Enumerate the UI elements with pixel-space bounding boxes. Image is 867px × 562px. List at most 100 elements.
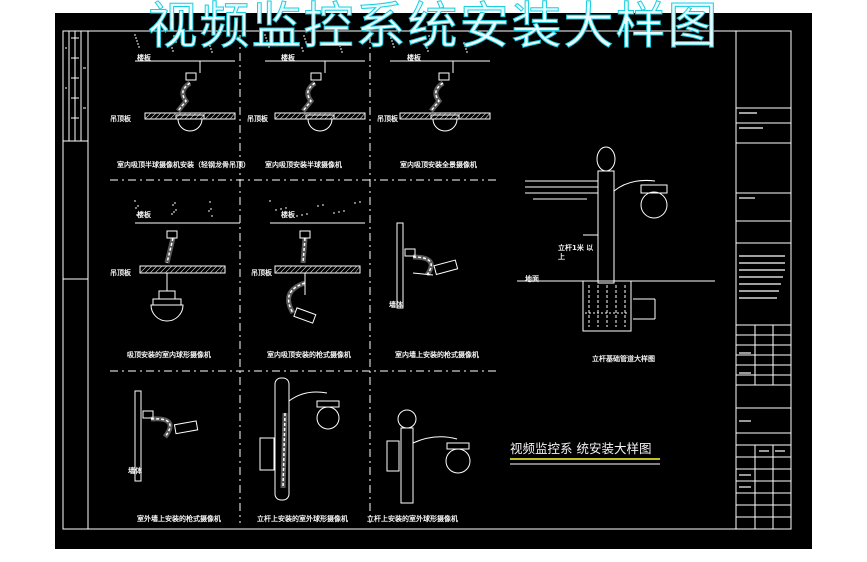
detail-2-ceiling-line <box>329 112 337 120</box>
detail-3-ceiling-line <box>434 112 442 120</box>
detail-3-ceiling-line <box>454 112 462 120</box>
label-ground: 地面 <box>525 275 539 283</box>
detail-1-cable <box>177 82 191 112</box>
detail-3-ceiling-line <box>399 112 407 120</box>
drawing-title: 视频监控系 统安装大样图 <box>510 441 652 456</box>
detail-1-ceiling-line <box>194 112 202 120</box>
detail-2-ceiling-line <box>274 112 282 120</box>
detail-1-dome-camera-base <box>175 114 205 120</box>
detail-2-ceiling-line <box>309 112 317 120</box>
detail-3-concrete <box>430 41 432 43</box>
detail-4-concrete <box>209 201 211 203</box>
detail-1-concrete <box>135 37 137 39</box>
detail-8-arm <box>288 391 328 402</box>
detail-9-pole <box>400 427 414 504</box>
detail-4-ceiling-line <box>174 265 183 274</box>
detail-7-bullet-camera <box>173 420 199 435</box>
detail-1-concrete <box>175 41 177 43</box>
detail-4-ceiling-line <box>159 265 168 274</box>
detail-5-ceiling-line <box>339 265 348 274</box>
detail-3-ceiling-line <box>474 112 482 120</box>
label-floor-4: 楼板 <box>137 211 151 219</box>
detail-4-ceiling-line <box>189 265 198 274</box>
detail-2-concrete <box>340 48 342 50</box>
detail-1-dome-camera <box>177 118 203 132</box>
detail-5-ceiling-line <box>344 265 353 274</box>
detail-4-concrete <box>175 209 177 211</box>
detail-3-concrete <box>393 46 395 48</box>
detail-4-ceiling-line <box>169 265 178 274</box>
detail-5-concrete <box>354 202 356 204</box>
drawing-sheet: 室内吸顶半球摄像机安装（轻钢龙骨吊顶） 室内吸顶安装半球摄像机 室内吸顶安装全景… <box>55 13 812 549</box>
detail-3-ceiling-line <box>469 112 477 120</box>
detail-4-ceiling-line <box>199 265 208 274</box>
detail-3-concrete <box>389 34 391 36</box>
detail-1-concrete <box>136 40 138 42</box>
detail-1-concrete <box>174 38 176 40</box>
detail-3-ceiling-line <box>414 112 422 120</box>
caption-3: 室内吸顶安装全景摄像机 <box>400 161 477 169</box>
detail-1-ceiling-line <box>199 112 207 120</box>
detail-2-concrete <box>341 51 343 53</box>
detail-4-ceiling-line <box>149 265 158 274</box>
detail-1-concrete <box>138 46 140 48</box>
detail-9-arm <box>412 436 458 444</box>
detail-5-ceiling-line <box>294 265 303 274</box>
detail-4-ceiling-line <box>214 265 223 274</box>
detail-2-concrete <box>301 47 303 49</box>
detail-5-ceiling-line <box>279 265 288 274</box>
detail-1-ceiling-line <box>189 112 197 120</box>
detail-4-ceiling-line <box>139 265 148 274</box>
detail-2-ceiling-line <box>284 112 292 120</box>
label-ceiling-5: 吊顶板 <box>251 269 272 277</box>
caption-1: 室内吸顶半球摄像机安装（轻钢龙骨吊顶） <box>117 161 250 169</box>
detail-1-concrete <box>171 47 173 49</box>
detail-1-ceiling-line <box>184 112 192 120</box>
detail-5-concrete <box>285 207 287 209</box>
detail-3-cable-sheath <box>429 80 445 113</box>
detail-7-loop-sheath <box>150 416 173 439</box>
detail-2-cable <box>302 82 316 112</box>
label-ceiling-4: 吊顶板 <box>110 269 131 277</box>
label-floor-1: 楼板 <box>137 54 151 62</box>
detail-5-ceiling-line <box>274 265 283 274</box>
caption-4: 吸顶安装的室内球形摄像机 <box>127 351 211 359</box>
title-block <box>735 30 792 530</box>
detail-1-concrete <box>209 45 211 47</box>
detail-2-ceiling-line <box>314 112 322 120</box>
detail-2-concrete <box>266 40 268 42</box>
detail-2-cable-sheath <box>301 80 317 113</box>
detail-1-ceiling-line <box>149 112 157 120</box>
detail-5-ceiling-line <box>309 265 318 274</box>
detail-8-cable <box>282 412 286 489</box>
detail-5-cable <box>302 237 306 264</box>
detail-5-concrete <box>322 204 324 206</box>
detail-3-concrete <box>392 43 394 45</box>
detail-5-cable-sheath <box>300 237 308 264</box>
detail-2-concrete <box>267 43 269 45</box>
detail-9-dome-camera <box>445 448 471 474</box>
detail-4-concrete <box>173 211 175 213</box>
detail-1-concrete <box>172 50 174 52</box>
detail-3-ceiling-line <box>459 112 467 120</box>
pole-foundation-caption: 立杆基础管道大样图 <box>592 355 655 363</box>
caption-9: 立杆上安装的室外球形摄像机 <box>367 515 458 523</box>
detail-5-ceiling-line <box>349 265 358 274</box>
detail-3-cable <box>430 82 444 112</box>
detail-3-concrete <box>427 50 429 52</box>
detail-3-concrete <box>426 47 428 49</box>
detail-9-bracket <box>386 440 400 472</box>
label-floor-5: 楼板 <box>281 211 295 219</box>
detail-4-concrete <box>211 215 213 217</box>
detail-5-ceiling-line <box>284 265 293 274</box>
detail-2-ceiling-line <box>299 112 307 120</box>
detail-5-concrete <box>296 215 298 217</box>
detail-4-ceiling-line <box>164 265 173 274</box>
detail-8-dome-camera <box>316 406 340 430</box>
detail-2-dome-camera-base <box>305 114 335 120</box>
detail-2-concrete <box>264 34 266 36</box>
detail-2-ceiling-line <box>334 112 342 120</box>
detail-2-concrete <box>268 46 270 48</box>
detail-4-ceiling-line <box>209 265 218 274</box>
label-wall-2: 墙体 <box>128 467 142 475</box>
